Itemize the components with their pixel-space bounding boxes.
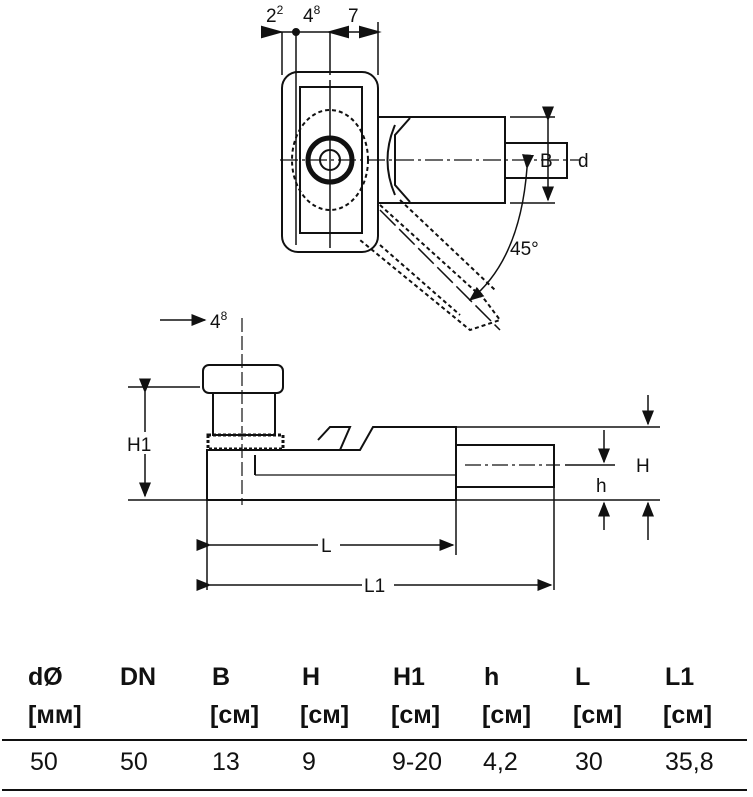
col-header: H [302, 663, 321, 691]
cell: 9-20 [392, 748, 443, 776]
label-H1: H1 [127, 435, 151, 456]
cell: 9 [302, 748, 316, 776]
label-h: h [596, 476, 607, 497]
cell: 4,2 [483, 748, 518, 776]
col-unit: [см] [210, 701, 260, 729]
technical-drawing: 22 48 7 B d 45° 48 H1 H h L L1 [125, 3, 660, 597]
col-unit: [см] [482, 701, 532, 729]
col-unit: [см] [300, 701, 350, 729]
top-dim-1: 22 [266, 3, 284, 27]
top-dim-3: 7 [348, 6, 359, 27]
side-view [128, 314, 660, 591]
cell: 50 [30, 748, 58, 776]
col-unit: [см] [391, 701, 441, 729]
col-header: B [212, 663, 231, 691]
top-view [261, 22, 580, 332]
label-L1: L1 [364, 576, 385, 597]
header-row-units: [мм] [см] [см] [см] [см] [см] [см] [0, 701, 753, 737]
top-dim-2: 48 [303, 3, 321, 27]
col-header: DN [120, 663, 157, 691]
label-L: L [321, 536, 332, 557]
col-unit: [см] [663, 701, 713, 729]
cell: 30 [575, 748, 603, 776]
table-row: 50 50 13 9 9-20 4,2 30 35,8 [0, 748, 753, 784]
col-header: L1 [665, 663, 695, 691]
col-header: h [484, 663, 500, 691]
angle-label: 45° [510, 239, 539, 260]
side-dim-top: 48 [210, 309, 228, 333]
col-header: H1 [393, 663, 425, 691]
col-unit: [см] [573, 701, 623, 729]
label-B: B [540, 151, 553, 172]
header-divider [2, 739, 747, 741]
header-row-names: dØ DN B H H1 h L L1 [0, 663, 753, 699]
cell: 13 [212, 748, 240, 776]
col-header: dØ [28, 663, 63, 691]
cell: 50 [120, 748, 148, 776]
label-H: H [636, 456, 650, 477]
col-unit: [мм] [28, 701, 82, 729]
table-bottom-rule [2, 789, 747, 791]
label-d: d [578, 151, 589, 172]
cell: 35,8 [665, 748, 714, 776]
col-header: L [575, 663, 591, 691]
